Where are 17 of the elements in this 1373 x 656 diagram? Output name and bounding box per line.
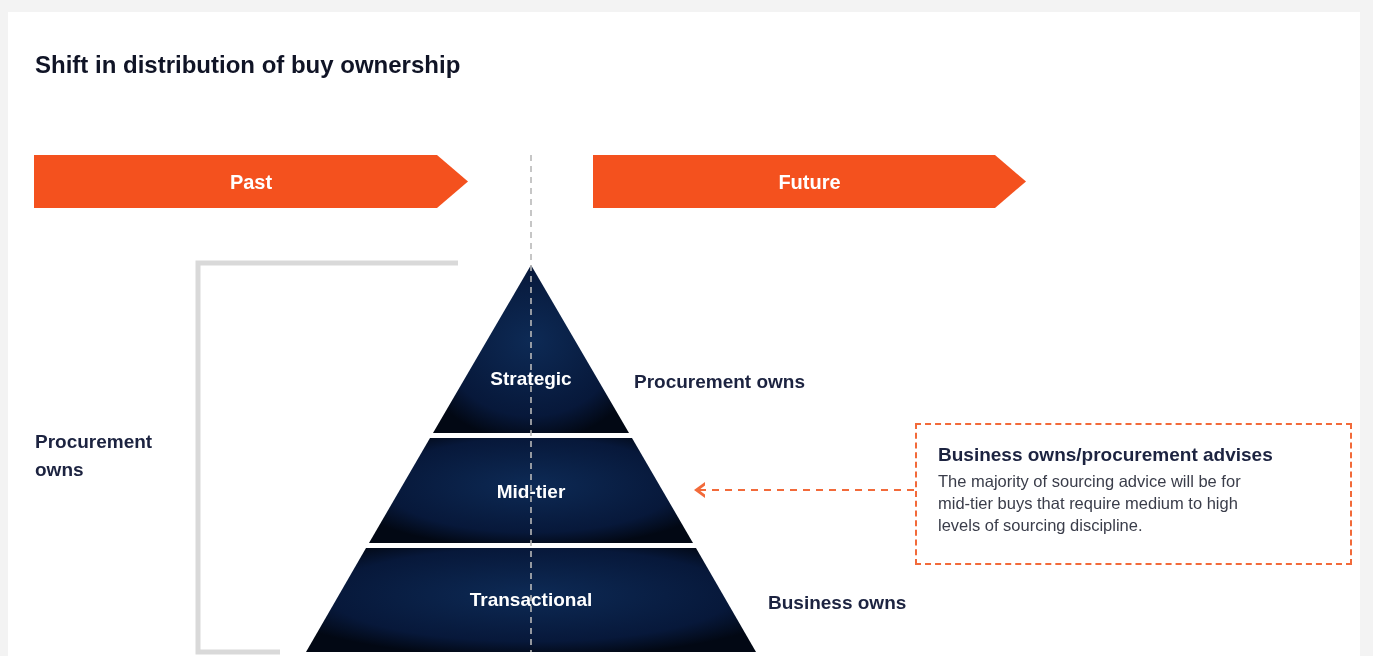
- pyramid-tier: [433, 265, 629, 433]
- pyramid-tier: [306, 548, 756, 652]
- timeline-label: Future: [778, 169, 841, 195]
- timeline-chevron: [34, 155, 468, 208]
- pyramid-tier: [369, 438, 693, 543]
- diagram-title: Shift in distribution of buy ownership: [35, 50, 461, 80]
- callout-text: The majority of sourcing advice will be for mid-tier buys that require medium to high levels of sourcing discipline.: [938, 471, 1242, 536]
- tier-label: Mid-tier: [496, 480, 566, 504]
- tier-label: Strategic: [490, 367, 572, 391]
- timeline-chevron: [593, 155, 1026, 208]
- ownership-label: Business owns: [768, 591, 908, 615]
- ownership-label: Procurement owns: [634, 370, 807, 394]
- callout-box: [915, 423, 1352, 565]
- callout-heading: Business owns/procurement advises: [938, 443, 1274, 467]
- timeline-label: Past: [229, 169, 273, 195]
- tier-label: Transactional: [469, 588, 593, 612]
- ownership-label: Procurement owns: [35, 430, 154, 482]
